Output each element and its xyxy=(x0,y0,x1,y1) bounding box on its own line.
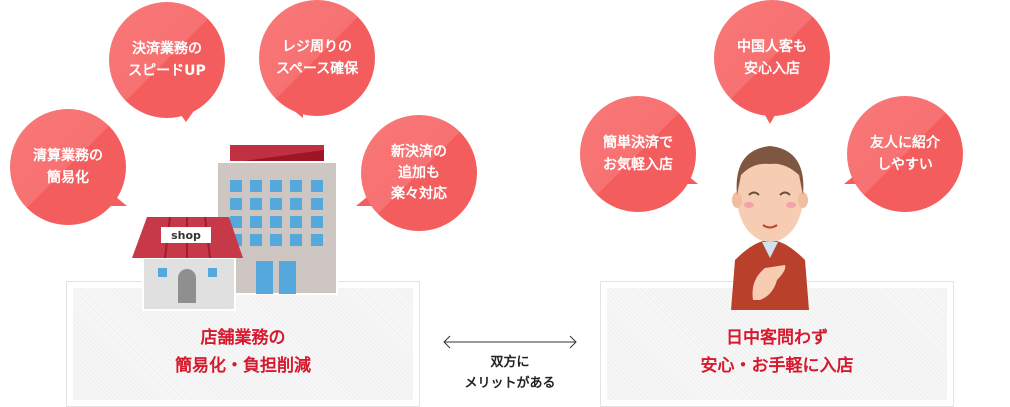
bubble-payment-speed: 決済業務のスピードUP xyxy=(109,2,225,118)
bubble-easy-referral: 友人に紹介しやすい xyxy=(847,96,963,212)
store-benefit-text: 店舗業務の簡易化・負担削減 xyxy=(67,324,419,380)
shop-sign: shop xyxy=(171,229,201,242)
mutual-benefit-label: 双方にメリットがある xyxy=(440,352,580,394)
shop-building-illustration: shop xyxy=(132,145,338,311)
bubble-register-space: レジ周りのスペース確保 xyxy=(259,0,375,116)
bubble-simplify-settlement: 清算業務の簡易化 xyxy=(10,109,126,225)
customer-benefit-line2: 安心・お手軽に入店 xyxy=(700,356,854,376)
mutual-benefit-line2: メリットがある xyxy=(464,376,556,391)
bubble-new-payment: 新決済の追加も楽々対応 xyxy=(361,115,477,231)
store-benefit-line1: 店舗業務の xyxy=(200,328,286,348)
store-benefit-line2: 簡易化・負担削減 xyxy=(175,356,311,376)
double-arrow-icon xyxy=(443,335,577,349)
store-benefit-box: 店舗業務の簡易化・負担削減 xyxy=(66,281,420,407)
customer-benefit-text: 日中客問わず安心・お手軽に入店 xyxy=(601,324,953,380)
bubble-chinese-customers: 中国人客も安心入店 xyxy=(714,0,830,116)
bubble-easy-entry: 簡単決済でお気軽入店 xyxy=(580,96,696,212)
customer-benefit-line1: 日中客問わず xyxy=(726,328,828,348)
mutual-benefit-line1: 双方に xyxy=(490,355,530,370)
customer-illustration xyxy=(731,146,809,310)
